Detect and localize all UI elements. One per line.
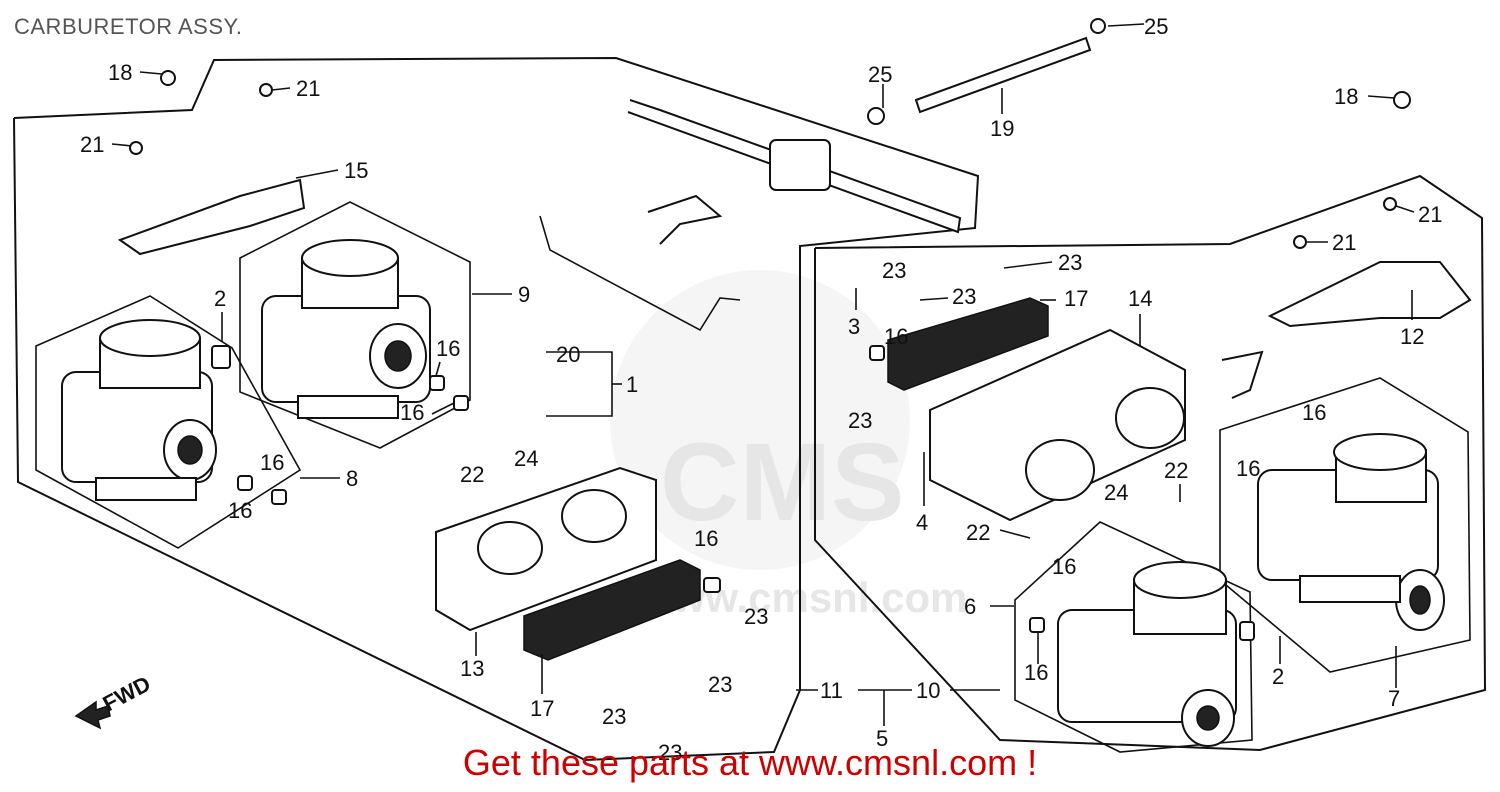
carburetor-6 — [1057, 561, 1237, 747]
callout-12: 12 — [1400, 324, 1424, 349]
callout-24-right: 24 — [1104, 480, 1128, 505]
carb-9-box — [239, 201, 471, 449]
gasket-17-upper — [887, 297, 1049, 391]
plate-13 — [435, 466, 657, 632]
bracket-right-small — [1221, 350, 1264, 399]
callout-23-top-c: 23 — [952, 284, 976, 309]
callout-16-d: 16 — [228, 498, 252, 523]
callout-16-c: 16 — [260, 450, 284, 475]
manifold-14 — [929, 328, 1186, 522]
callout-25-mid: 25 — [868, 62, 892, 87]
rail-19 — [914, 36, 1092, 114]
callout-22-left: 22 — [460, 462, 484, 487]
callout-2-right: 2 — [1272, 664, 1284, 689]
callout-6: 6 — [964, 594, 976, 619]
callout-9: 9 — [518, 282, 530, 307]
callout-13: 13 — [460, 656, 484, 681]
fasteners — [129, 18, 1411, 641]
callout-labels: 18 21 21 15 2 9 16 16 16 16 8 20 1 22 24… — [80, 14, 1442, 765]
callout-23-top-a: 23 — [1058, 250, 1082, 275]
bracket-upper-middle — [647, 194, 723, 245]
callout-23-lower-b: 23 — [708, 672, 732, 697]
callout-16-i: 16 — [1024, 660, 1048, 685]
diagram-title: CARBURETOR ASSY. — [14, 14, 243, 39]
callout-17-top: 17 — [1064, 286, 1088, 311]
callout-23-top-b: 23 — [882, 258, 906, 283]
callout-16-a: 16 — [436, 336, 460, 361]
upper-linkage — [627, 99, 962, 234]
callout-16-f: 16 — [1302, 400, 1326, 425]
forward-arrow: FWD — [74, 671, 155, 730]
callout-8: 8 — [346, 466, 358, 491]
callout-10: 10 — [916, 678, 940, 703]
callout-16-h: 16 — [1052, 554, 1076, 579]
callout-16-e: 16 — [884, 324, 908, 349]
carb-6-box — [1014, 521, 1253, 753]
callout-19: 19 — [990, 116, 1014, 141]
leader-lines — [111, 23, 1415, 726]
callout-14: 14 — [1128, 286, 1152, 311]
callout-21-right-a: 21 — [1418, 202, 1442, 227]
callout-4: 4 — [916, 510, 928, 535]
callout-23-lower-a: 23 — [744, 604, 768, 629]
group-outline-right — [814, 174, 1487, 752]
gasket-17-lower — [523, 559, 701, 661]
callout-21-top-left: 21 — [296, 76, 320, 101]
carburetor-7 — [1257, 433, 1445, 631]
callout-15: 15 — [344, 158, 368, 183]
group-outline-left — [13, 56, 980, 762]
callout-18-top-left: 18 — [108, 60, 132, 85]
watermark-brand: CMS — [660, 421, 904, 544]
callout-16-g: 16 — [1236, 456, 1260, 481]
callout-20: 20 — [556, 342, 580, 367]
callout-23-lower-d: 23 — [658, 740, 682, 765]
callout-18-top-right: 18 — [1334, 84, 1358, 109]
callout-21-right-b: 21 — [1332, 230, 1356, 255]
promo-link-text[interactable]: Get these parts at www.cmsnl.com ! — [462, 742, 1038, 783]
callout-22-right-a: 22 — [1164, 458, 1188, 483]
callout-1: 1 — [626, 372, 638, 397]
fwd-label: FWD — [99, 671, 155, 717]
callout-23-mid: 23 — [848, 408, 872, 433]
callout-25-top: 25 — [1144, 14, 1168, 39]
carburetor-8 — [61, 319, 217, 501]
callout-24-left: 24 — [514, 446, 538, 471]
carb-8-box — [35, 295, 302, 549]
callout-17-lower: 17 — [530, 696, 554, 721]
callout-5: 5 — [876, 726, 888, 751]
callout-7: 7 — [1388, 686, 1400, 711]
callout-21-left: 21 — [80, 132, 104, 157]
watermark: CMS www.cmsnl.com — [610, 270, 968, 621]
bracket-15 — [117, 178, 306, 256]
callout-22-right-b: 22 — [966, 520, 990, 545]
callout-23-lower-c: 23 — [602, 704, 626, 729]
callout-16-b: 16 — [400, 400, 424, 425]
carburetor-9 — [261, 239, 431, 419]
callout-3: 3 — [848, 314, 860, 339]
callout-11: 11 — [820, 678, 843, 703]
link-rod — [539, 215, 741, 332]
callout-2-left: 2 — [214, 286, 226, 311]
callout-16-j: 16 — [694, 526, 718, 551]
bracket-12 — [1267, 261, 1472, 328]
